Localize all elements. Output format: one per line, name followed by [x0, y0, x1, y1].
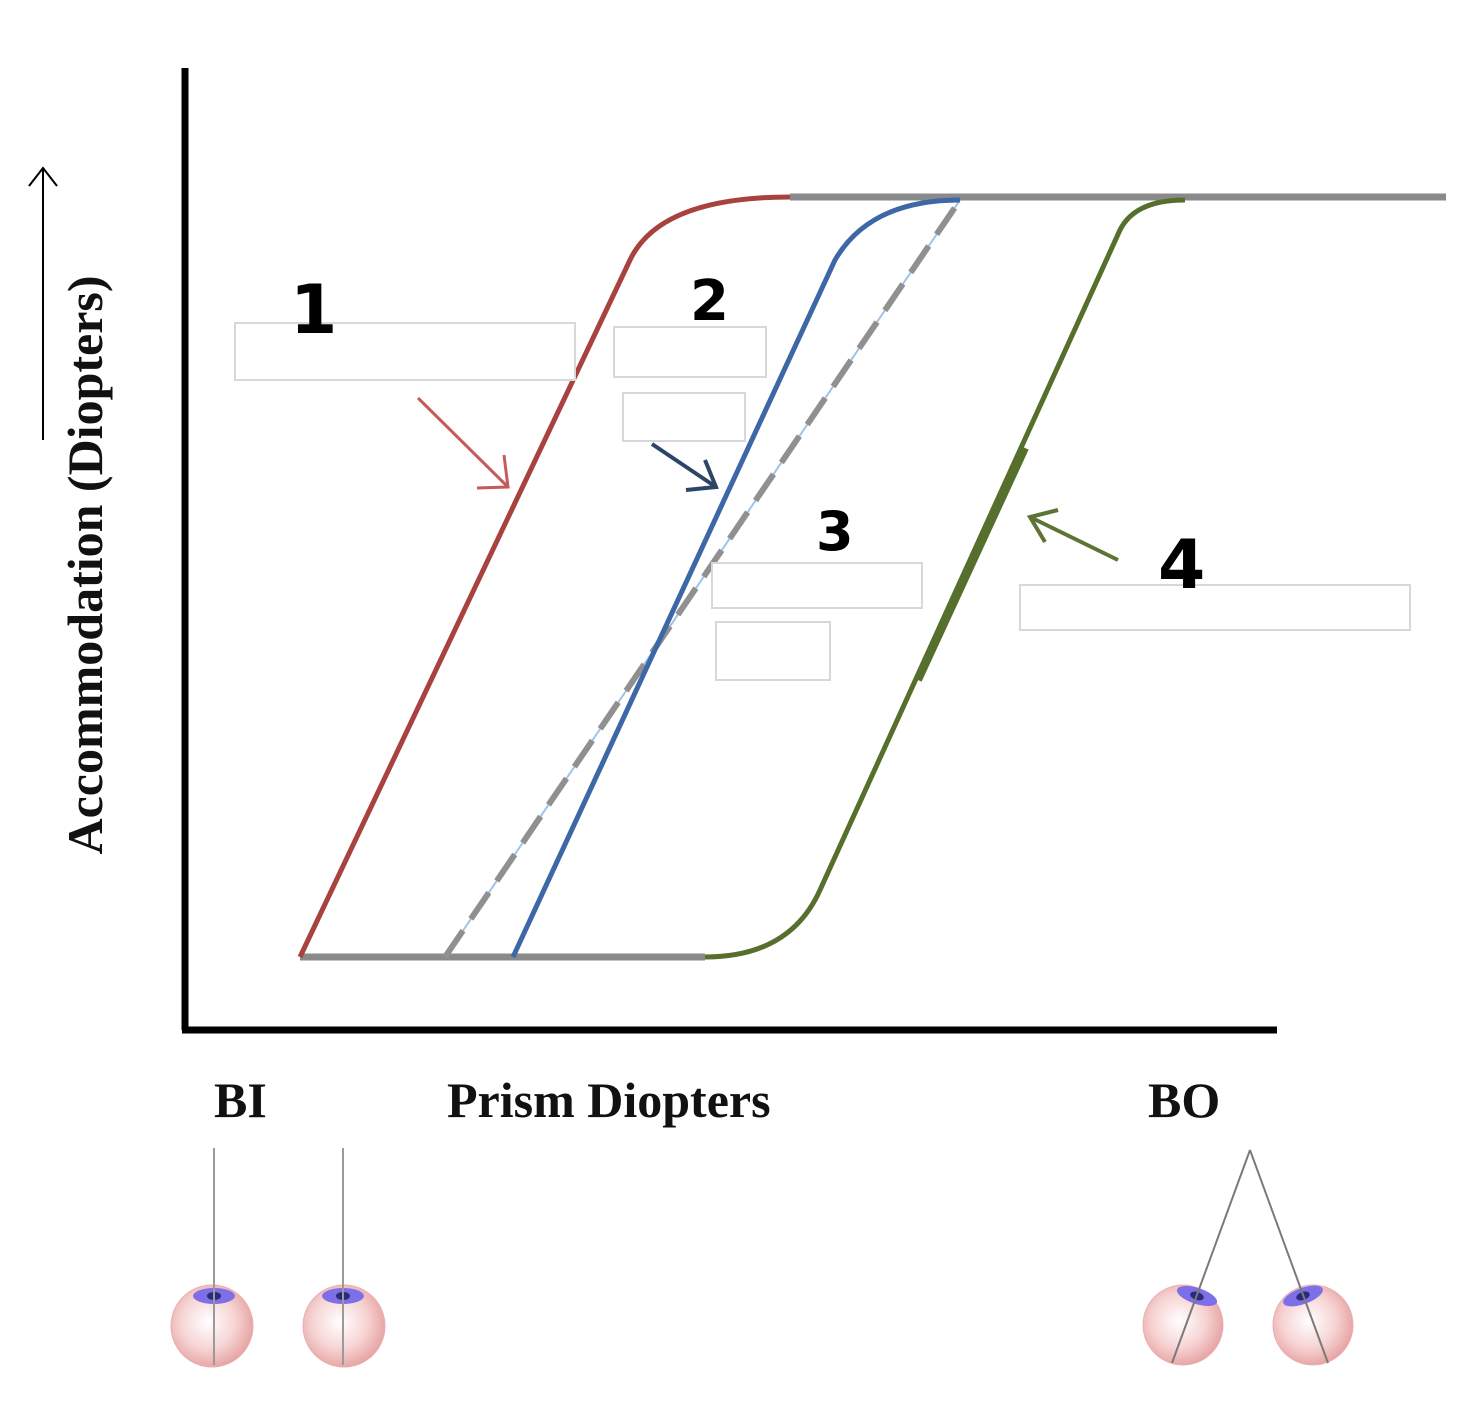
arrow-4 [1026, 508, 1119, 562]
arrow-2 [650, 442, 719, 492]
bi-label: BI [214, 1072, 267, 1128]
label-4: 4 [1158, 526, 1205, 605]
bo-label: BO [1148, 1072, 1220, 1128]
label-1: 1 [290, 271, 337, 350]
label-box-2-top [613, 326, 767, 378]
label-box-3-bottom [715, 621, 831, 681]
bi-eyes [170, 1148, 386, 1368]
bo-left-sightline [1171, 1149, 1251, 1364]
y-axis-label: Accommodation (Diopters) [57, 275, 113, 854]
label-2: 2 [690, 269, 729, 334]
curve-1-red [297, 194, 791, 959]
x-axis-label: Prism Diopters [447, 1072, 771, 1128]
curve-4-thick-segment [914, 446, 1029, 682]
label-box-4 [1019, 584, 1411, 631]
bo-right-sightline [1249, 1149, 1329, 1364]
label-box-1 [234, 322, 576, 381]
label-box-2-bottom [622, 392, 746, 442]
curve-4-green [704, 197, 1186, 960]
label-3: 3 [816, 500, 854, 563]
bo-eyes [1142, 1149, 1354, 1366]
arrow-1 [416, 396, 510, 490]
curve-3-dashed [442, 198, 963, 959]
y-axis-direction-arrow [28, 166, 58, 440]
label-box-3-top [711, 562, 923, 609]
curve-2-blue [510, 197, 961, 959]
bi-left-eye-icon [170, 1284, 254, 1368]
